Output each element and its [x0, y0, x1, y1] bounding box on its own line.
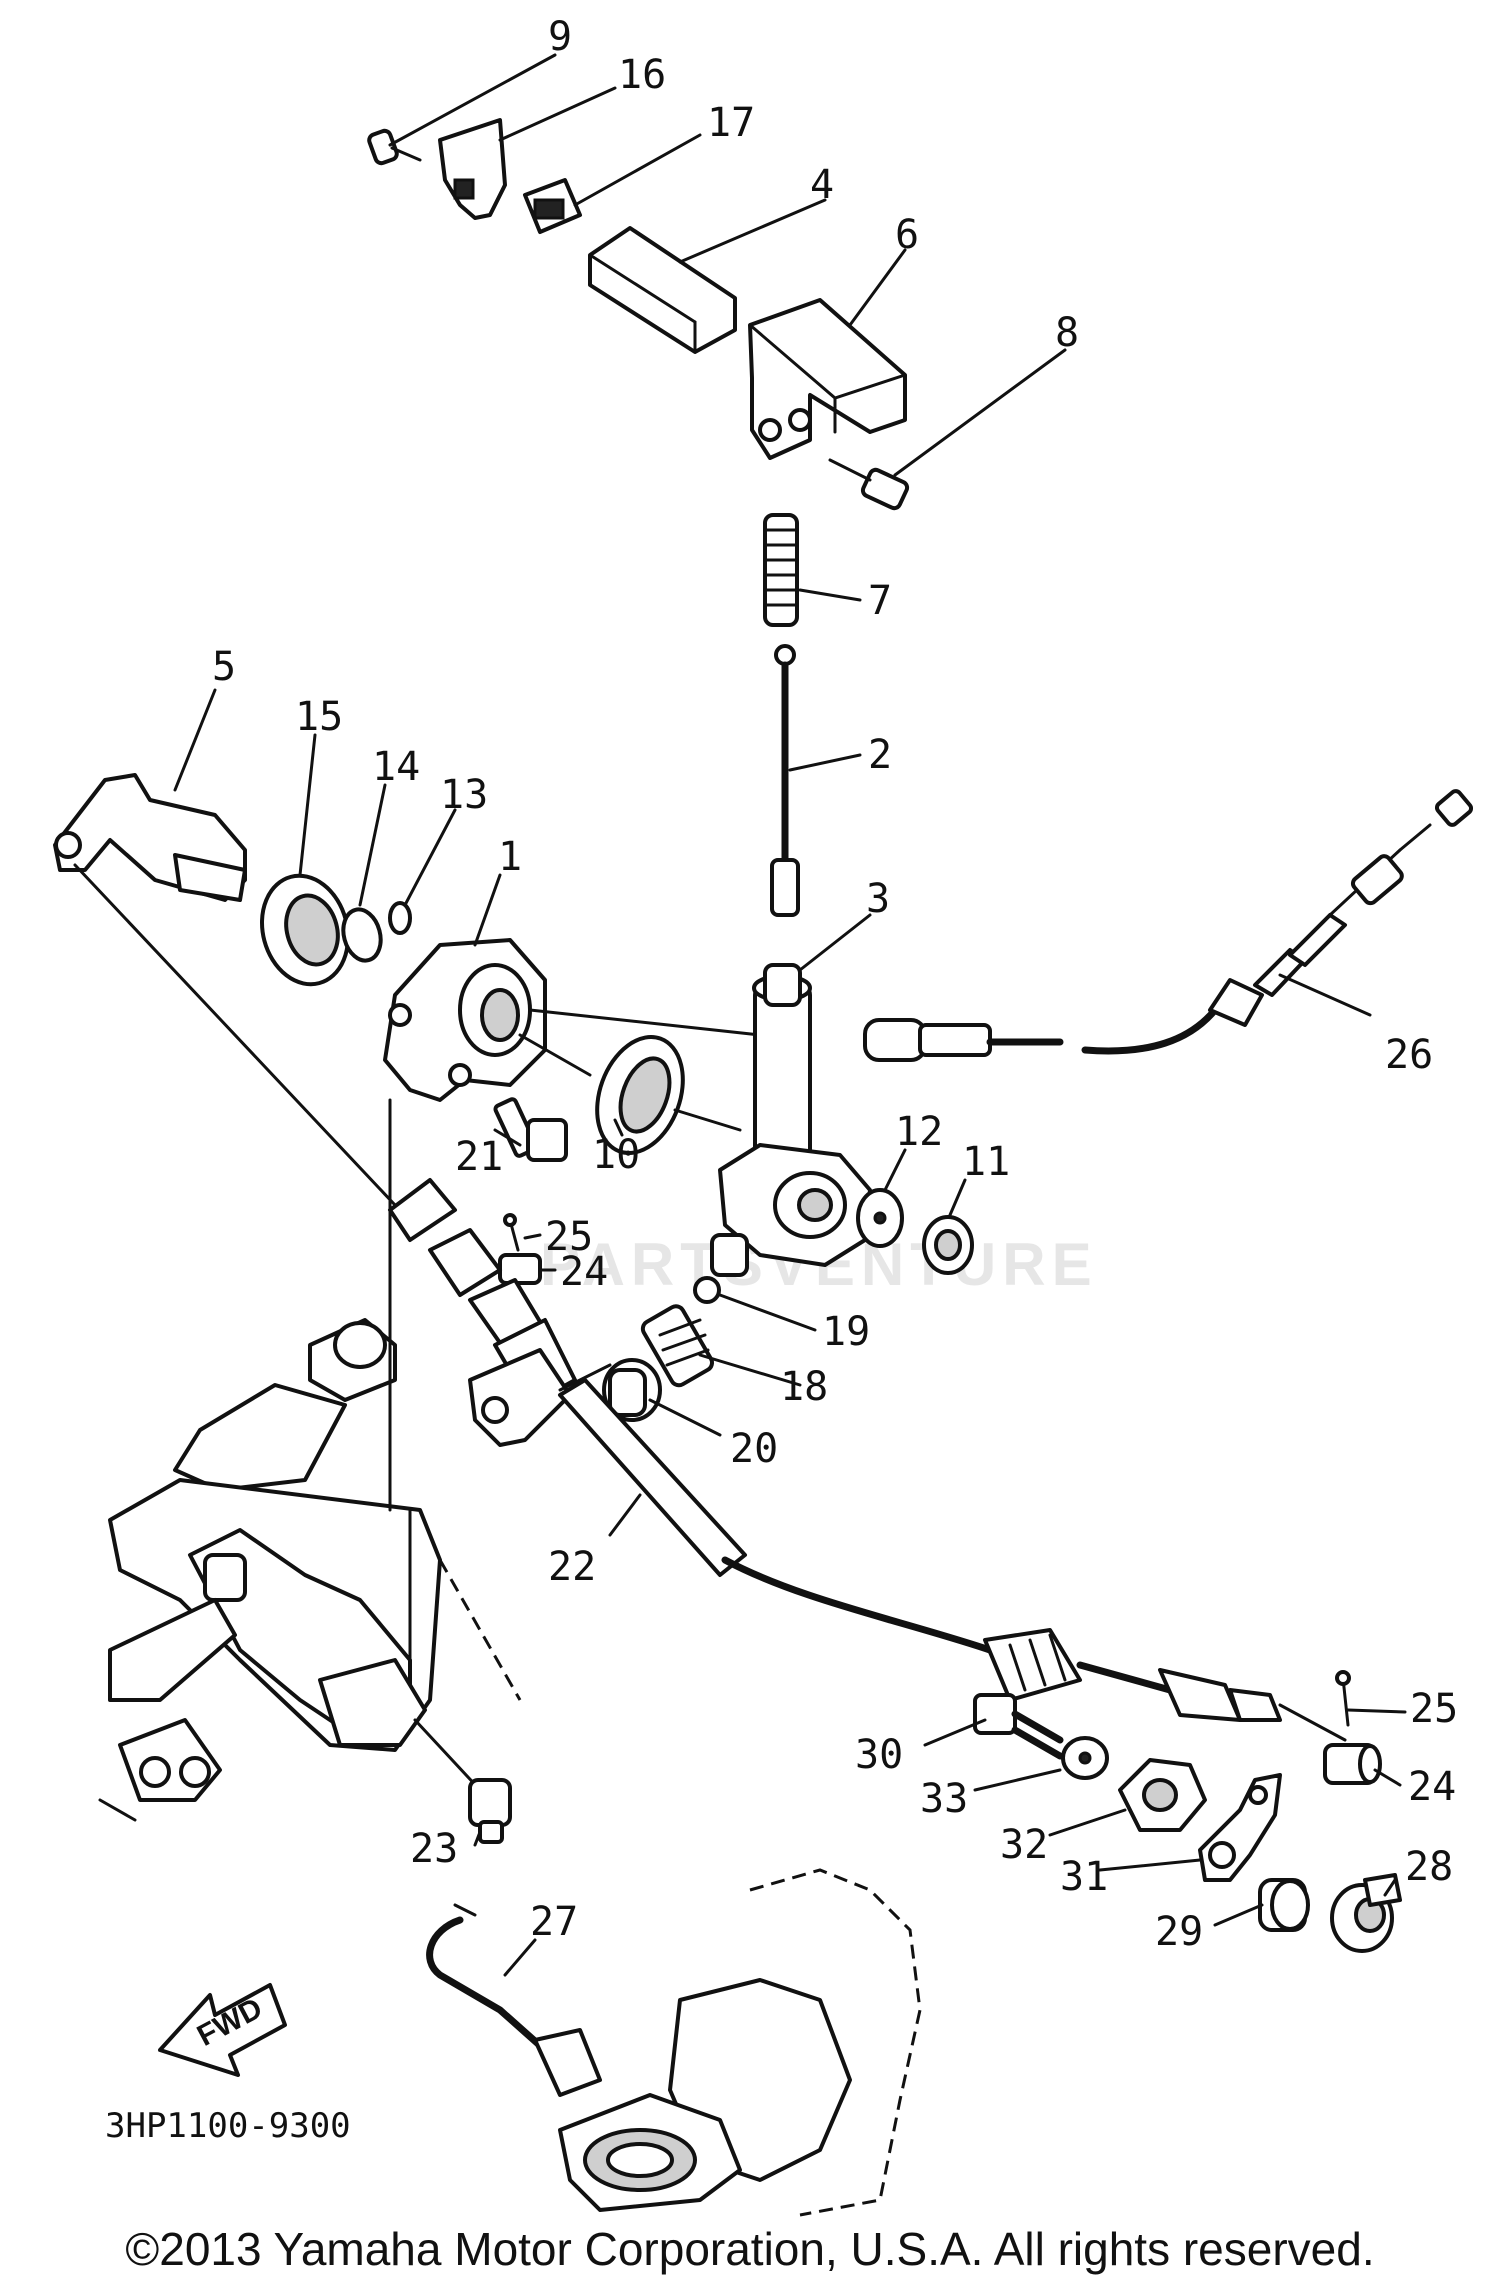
copyright-notice: ©2013 Yamaha Motor Corporation, U.S.A. A…: [125, 2223, 1375, 2275]
callout-26: 26: [1385, 1032, 1433, 1078]
callout-32: 32: [1000, 1822, 1048, 1868]
stopper-20: [602, 1358, 662, 1422]
callout-9: 9: [548, 14, 572, 60]
callout-24-upper: 24: [560, 1249, 608, 1295]
callout-18: 18: [780, 1364, 828, 1410]
bar-4: [588, 226, 737, 354]
callout-23: 23: [410, 1826, 458, 1872]
callout-28: 28: [1405, 1844, 1453, 1890]
callout-25-upper: 25: [545, 1214, 593, 1260]
handle-6: [748, 298, 907, 460]
bolt-21: [493, 1097, 568, 1162]
spring-27: [426, 1903, 602, 2097]
spring-7: [763, 513, 799, 627]
callouts: 9 16 17 4 6 8 7 2 5 15 14 13 1 3 26 21 1…: [212, 14, 1458, 1955]
callout-20: 20: [730, 1426, 778, 1472]
callout-22: 22: [548, 1544, 596, 1590]
callout-3: 3: [866, 876, 890, 922]
collar-28: [1330, 1873, 1402, 1953]
bolt-23: [413, 1718, 512, 1844]
callout-15: 15: [295, 694, 343, 740]
callout-27: 27: [530, 1899, 578, 1945]
seal-15: [260, 873, 350, 987]
callout-5: 5: [212, 644, 236, 690]
callout-12: 12: [895, 1109, 943, 1155]
pin-24-lower: [1323, 1743, 1382, 1785]
callout-29: 29: [1155, 1909, 1203, 1955]
spring-18: [640, 1304, 714, 1388]
washer-12: [856, 1188, 904, 1248]
callout-31: 31: [1060, 1854, 1108, 1900]
block-17: [523, 178, 582, 234]
holder-16: [438, 118, 507, 220]
callout-33: 33: [920, 1776, 968, 1822]
callout-1: 1: [498, 834, 522, 880]
plug-small: [710, 1233, 749, 1277]
cam-32: [1118, 1758, 1207, 1832]
part-code: 3HP1100-9300: [105, 2106, 351, 2146]
lever-22: [468, 1348, 747, 1577]
ring-13: [388, 901, 412, 935]
cable-lower: [721, 1556, 1347, 1742]
callout-16: 16: [618, 52, 666, 98]
callout-2: 2: [868, 732, 892, 778]
pin-25-upper: [503, 1213, 520, 1252]
callout-13: 13: [440, 772, 488, 818]
bolt-30: [973, 1693, 1064, 1760]
callout-19: 19: [822, 1309, 870, 1355]
housing-1: [383, 938, 762, 1102]
shaft-5: [53, 773, 247, 902]
callout-11: 11: [962, 1139, 1010, 1185]
arm-31: [1198, 1773, 1282, 1882]
nut-11: [922, 1215, 974, 1275]
bushing-29: [1258, 1878, 1310, 1932]
leader-lines: [173, 53, 1407, 1977]
washer-14: [341, 907, 383, 963]
washer-33: [1061, 1736, 1109, 1780]
rod-2: [770, 644, 800, 917]
seal-10: [518, 1033, 742, 1156]
callout-14: 14: [372, 744, 420, 790]
callout-17: 17: [707, 100, 755, 146]
callout-7: 7: [868, 578, 892, 624]
ball-19: [693, 1276, 721, 1304]
callout-4: 4: [810, 162, 834, 208]
screw-8: [828, 458, 910, 511]
pedal-bracket: [98, 1098, 522, 1822]
callout-21: 21: [455, 1134, 503, 1180]
pin-25-lower: [1335, 1670, 1351, 1727]
callout-8: 8: [1055, 310, 1079, 356]
callout-30: 30: [855, 1732, 903, 1778]
callout-25-lower: 25: [1410, 1686, 1458, 1732]
pin-24-upper: [498, 1253, 542, 1285]
callout-10: 10: [592, 1132, 640, 1178]
callout-6: 6: [895, 212, 919, 258]
callout-24-lower: 24: [1408, 1764, 1456, 1810]
fwd-arrow: FWD: [158, 1983, 287, 2077]
engine-case: [558, 1868, 922, 2217]
shift-drum-3: [718, 963, 872, 1267]
cable-26: [863, 789, 1474, 1062]
